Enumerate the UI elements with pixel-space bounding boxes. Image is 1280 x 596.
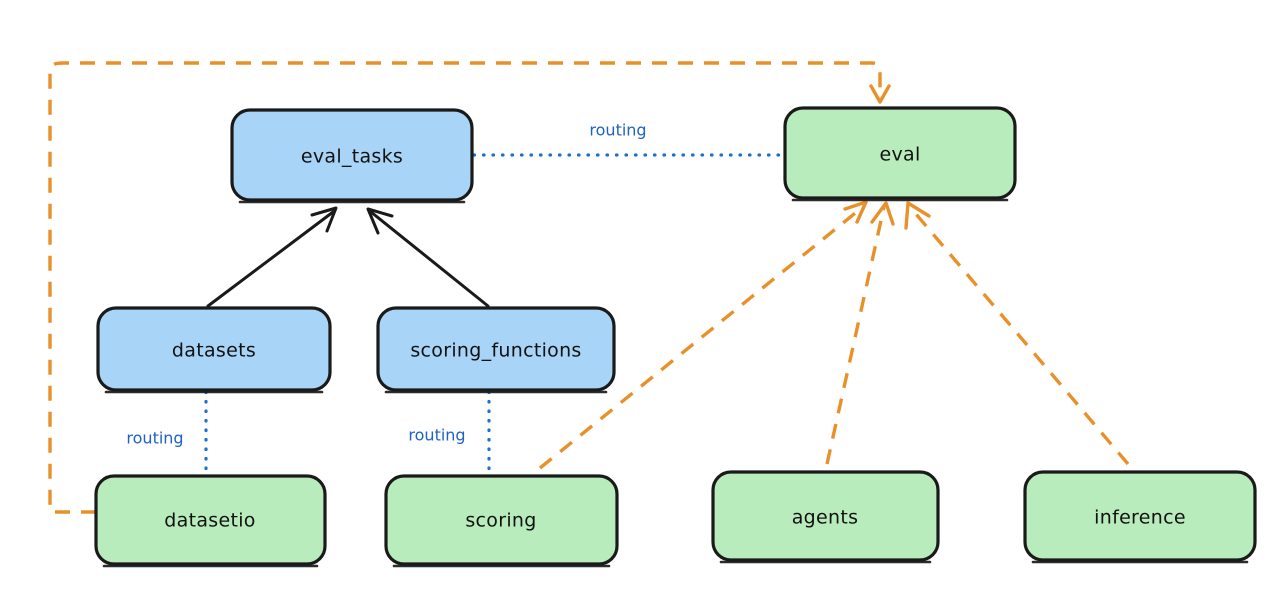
edge-scoringfunctions-evaltasks[interactable] bbox=[366, 207, 490, 308]
node-agents[interactable]: agents bbox=[711, 470, 940, 564]
node-scoring-functions-label: scoring_functions bbox=[410, 340, 581, 362]
node-scoring[interactable]: scoring bbox=[384, 474, 619, 568]
node-scoring-shape bbox=[384, 474, 619, 566]
node-eval-tasks-label: eval_tasks bbox=[301, 146, 403, 168]
node-datasets[interactable]: datasets bbox=[96, 306, 332, 394]
edge-label-routing-eval: routing bbox=[589, 121, 646, 140]
edge-agents-eval[interactable] bbox=[825, 201, 895, 465]
node-datasetio-shape bbox=[94, 474, 327, 566]
node-scoring-functions[interactable]: scoring_functions bbox=[376, 306, 616, 394]
node-eval-tasks-shape bbox=[230, 108, 474, 202]
node-scoring-functions-shape bbox=[376, 306, 616, 392]
edge-datasets-evaltasks[interactable] bbox=[206, 206, 338, 308]
edge-label-layer: routing routing routing bbox=[126, 121, 646, 448]
node-eval[interactable]: eval bbox=[783, 106, 1017, 202]
edge-label-routing-scoring: routing bbox=[408, 426, 465, 445]
edge-scoring-eval[interactable] bbox=[538, 200, 868, 470]
node-layer: eval_tasks eval datasets scoring_functio… bbox=[94, 106, 1257, 568]
node-agents-shape bbox=[711, 470, 940, 562]
node-datasetio[interactable]: datasetio bbox=[94, 474, 327, 568]
edge-datasetio-eval[interactable] bbox=[48, 61, 891, 514]
edge-label-routing-datasetio: routing bbox=[126, 429, 183, 448]
edge-inference-eval[interactable] bbox=[904, 201, 1130, 466]
node-eval-shape bbox=[783, 106, 1017, 200]
node-eval-tasks[interactable]: eval_tasks bbox=[230, 108, 474, 204]
node-datasets-label: datasets bbox=[172, 340, 256, 362]
node-agents-label: agents bbox=[792, 507, 859, 529]
node-inference[interactable]: inference bbox=[1023, 470, 1257, 564]
node-datasets-shape bbox=[96, 306, 332, 392]
node-scoring-label: scoring bbox=[465, 510, 536, 532]
node-inference-label: inference bbox=[1094, 507, 1186, 529]
node-datasetio-label: datasetio bbox=[164, 510, 255, 532]
node-inference-shape bbox=[1023, 470, 1257, 562]
node-eval-label: eval bbox=[879, 144, 920, 166]
edge-layer bbox=[48, 61, 1130, 514]
